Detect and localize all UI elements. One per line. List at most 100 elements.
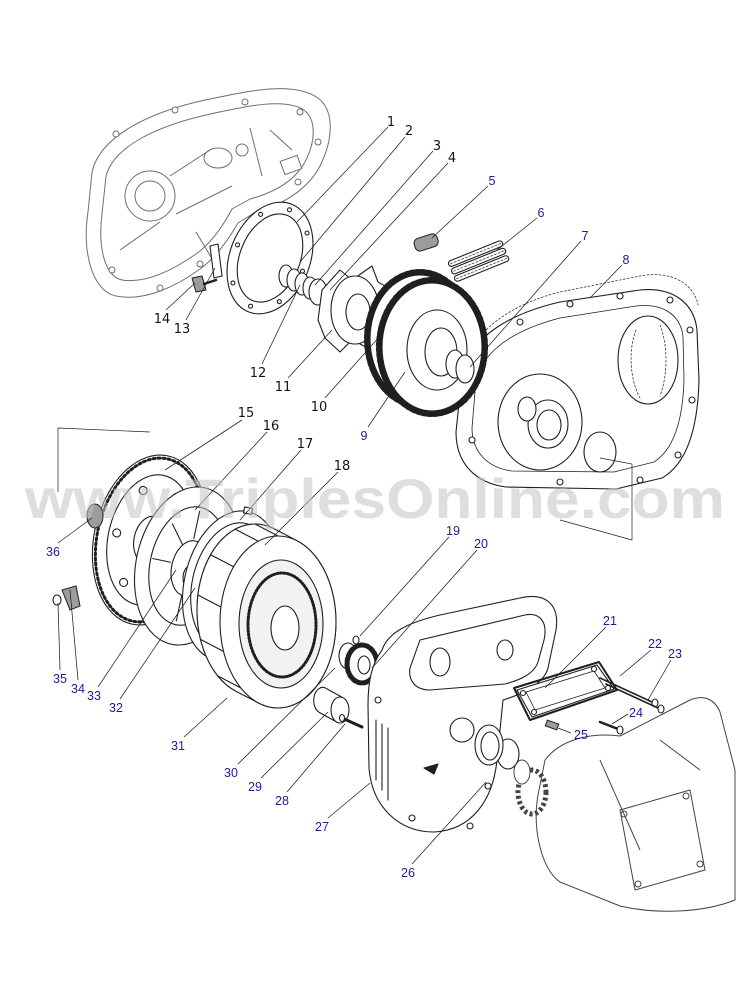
reference-line — [57, 427, 151, 492]
dowel-pin — [544, 719, 560, 731]
crankcase-bolt-hole — [112, 130, 120, 138]
callout-35: 35 — [53, 672, 67, 686]
inspection-hole — [449, 717, 475, 743]
callout-30: 30 — [224, 766, 238, 780]
callout-34: 34 — [71, 682, 85, 696]
callout-9: 9 — [361, 429, 368, 443]
callout-18: 18 — [334, 459, 351, 474]
plate-hole — [530, 708, 538, 716]
leader-26 — [411, 781, 487, 865]
drum-hub — [270, 605, 300, 651]
cover-bolt-hole — [686, 326, 694, 334]
reference-lines — [57, 427, 633, 541]
window-bolt — [682, 792, 690, 800]
callout-14: 14 — [154, 312, 171, 327]
leader-7 — [469, 240, 582, 368]
crankcase-bolt-hole — [296, 108, 304, 116]
outer-cover-body — [367, 596, 558, 833]
reference-line — [559, 457, 633, 541]
bridge-hole — [496, 639, 514, 661]
leader-15 — [164, 419, 243, 471]
pushrod-shaft — [340, 716, 364, 729]
callout-2: 2 — [405, 124, 413, 139]
callout-22: 22 — [648, 637, 662, 651]
shaft-bearing-stack — [278, 264, 328, 306]
callout-16: 16 — [263, 419, 280, 434]
chain-strand — [447, 240, 504, 267]
leader-33 — [97, 569, 177, 688]
callout-28: 28 — [275, 794, 289, 808]
drum-friction-ring — [246, 571, 318, 679]
callout-3: 3 — [433, 139, 441, 154]
leader-12 — [261, 284, 301, 365]
crankcase-bolt-hole — [314, 138, 322, 146]
gasket-hole — [286, 207, 293, 213]
leader-11 — [287, 329, 333, 379]
cover-bolt-hole — [516, 318, 524, 326]
main-bearing-bore — [134, 180, 166, 212]
pushrod — [338, 713, 364, 729]
cover-bolt-hole — [566, 300, 574, 308]
cover-shading — [375, 719, 389, 801]
outer-cover-bolt-hole — [484, 782, 492, 790]
long-bolt — [599, 677, 653, 703]
leader-35 — [57, 602, 61, 671]
callout-10: 10 — [311, 400, 328, 415]
leader-24 — [611, 713, 629, 725]
long-bolts — [599, 677, 665, 714]
crankcase-bolt-hole — [294, 178, 302, 186]
gasket-hole — [276, 299, 282, 305]
gearbox-shaft — [513, 759, 531, 785]
gearbox-housing — [513, 697, 736, 912]
crankcase-bolt-hole — [108, 266, 116, 274]
leader-9 — [367, 371, 406, 428]
cover-gasket-line — [469, 274, 699, 353]
cover-inner-flange — [471, 305, 685, 473]
plate-hole — [519, 689, 527, 697]
duplex-sprocket — [364, 269, 488, 417]
cover-bolt — [191, 275, 218, 293]
timing-mark — [423, 763, 439, 775]
callout-8: 8 — [623, 253, 630, 267]
sprocket-front-teeth — [376, 277, 488, 417]
gasket-inner-edge — [236, 213, 304, 303]
gasket-hole — [234, 242, 241, 248]
seal-inner — [480, 731, 500, 761]
woodruff-key — [352, 635, 360, 645]
plate-gasket — [513, 661, 618, 721]
leader-30 — [237, 667, 336, 765]
chain-links — [450, 243, 508, 280]
callout-29: 29 — [248, 780, 262, 794]
leader-29 — [260, 711, 329, 779]
gearbox-access-window — [619, 789, 706, 891]
gearbox-ribs — [599, 739, 701, 851]
outer-cover-bolt-hole — [466, 822, 474, 830]
callout-27: 27 — [315, 820, 329, 834]
leader-1 — [296, 126, 389, 223]
outer-primary-cover — [367, 596, 558, 833]
adjuster-nut — [86, 503, 104, 529]
cover-bolt-hole — [556, 478, 564, 486]
leader-23 — [647, 659, 672, 701]
callout-12: 12 — [250, 366, 267, 381]
gearbox-sprocket — [515, 767, 549, 817]
cover-small-ring — [517, 396, 537, 422]
crankcase-bolt-hole — [171, 106, 179, 114]
clutch-drum — [196, 523, 337, 709]
leader-19 — [359, 536, 450, 637]
leader-21 — [544, 626, 607, 689]
gasket-hole — [230, 280, 236, 286]
bolt-head — [191, 275, 207, 293]
inner-primary-cover — [455, 274, 700, 490]
screw-head — [616, 725, 624, 735]
drum-slots — [197, 523, 279, 689]
gear-bore — [357, 655, 371, 675]
plate-hole — [590, 665, 598, 673]
outer-cover-bolt-hole — [408, 814, 416, 822]
callout-6: 6 — [538, 206, 545, 220]
bolt-shank — [202, 278, 218, 286]
long-bolt-head — [657, 704, 665, 714]
callout-4: 4 — [448, 151, 456, 166]
leader-31 — [183, 697, 228, 738]
outer-cover-bridge — [409, 613, 546, 691]
